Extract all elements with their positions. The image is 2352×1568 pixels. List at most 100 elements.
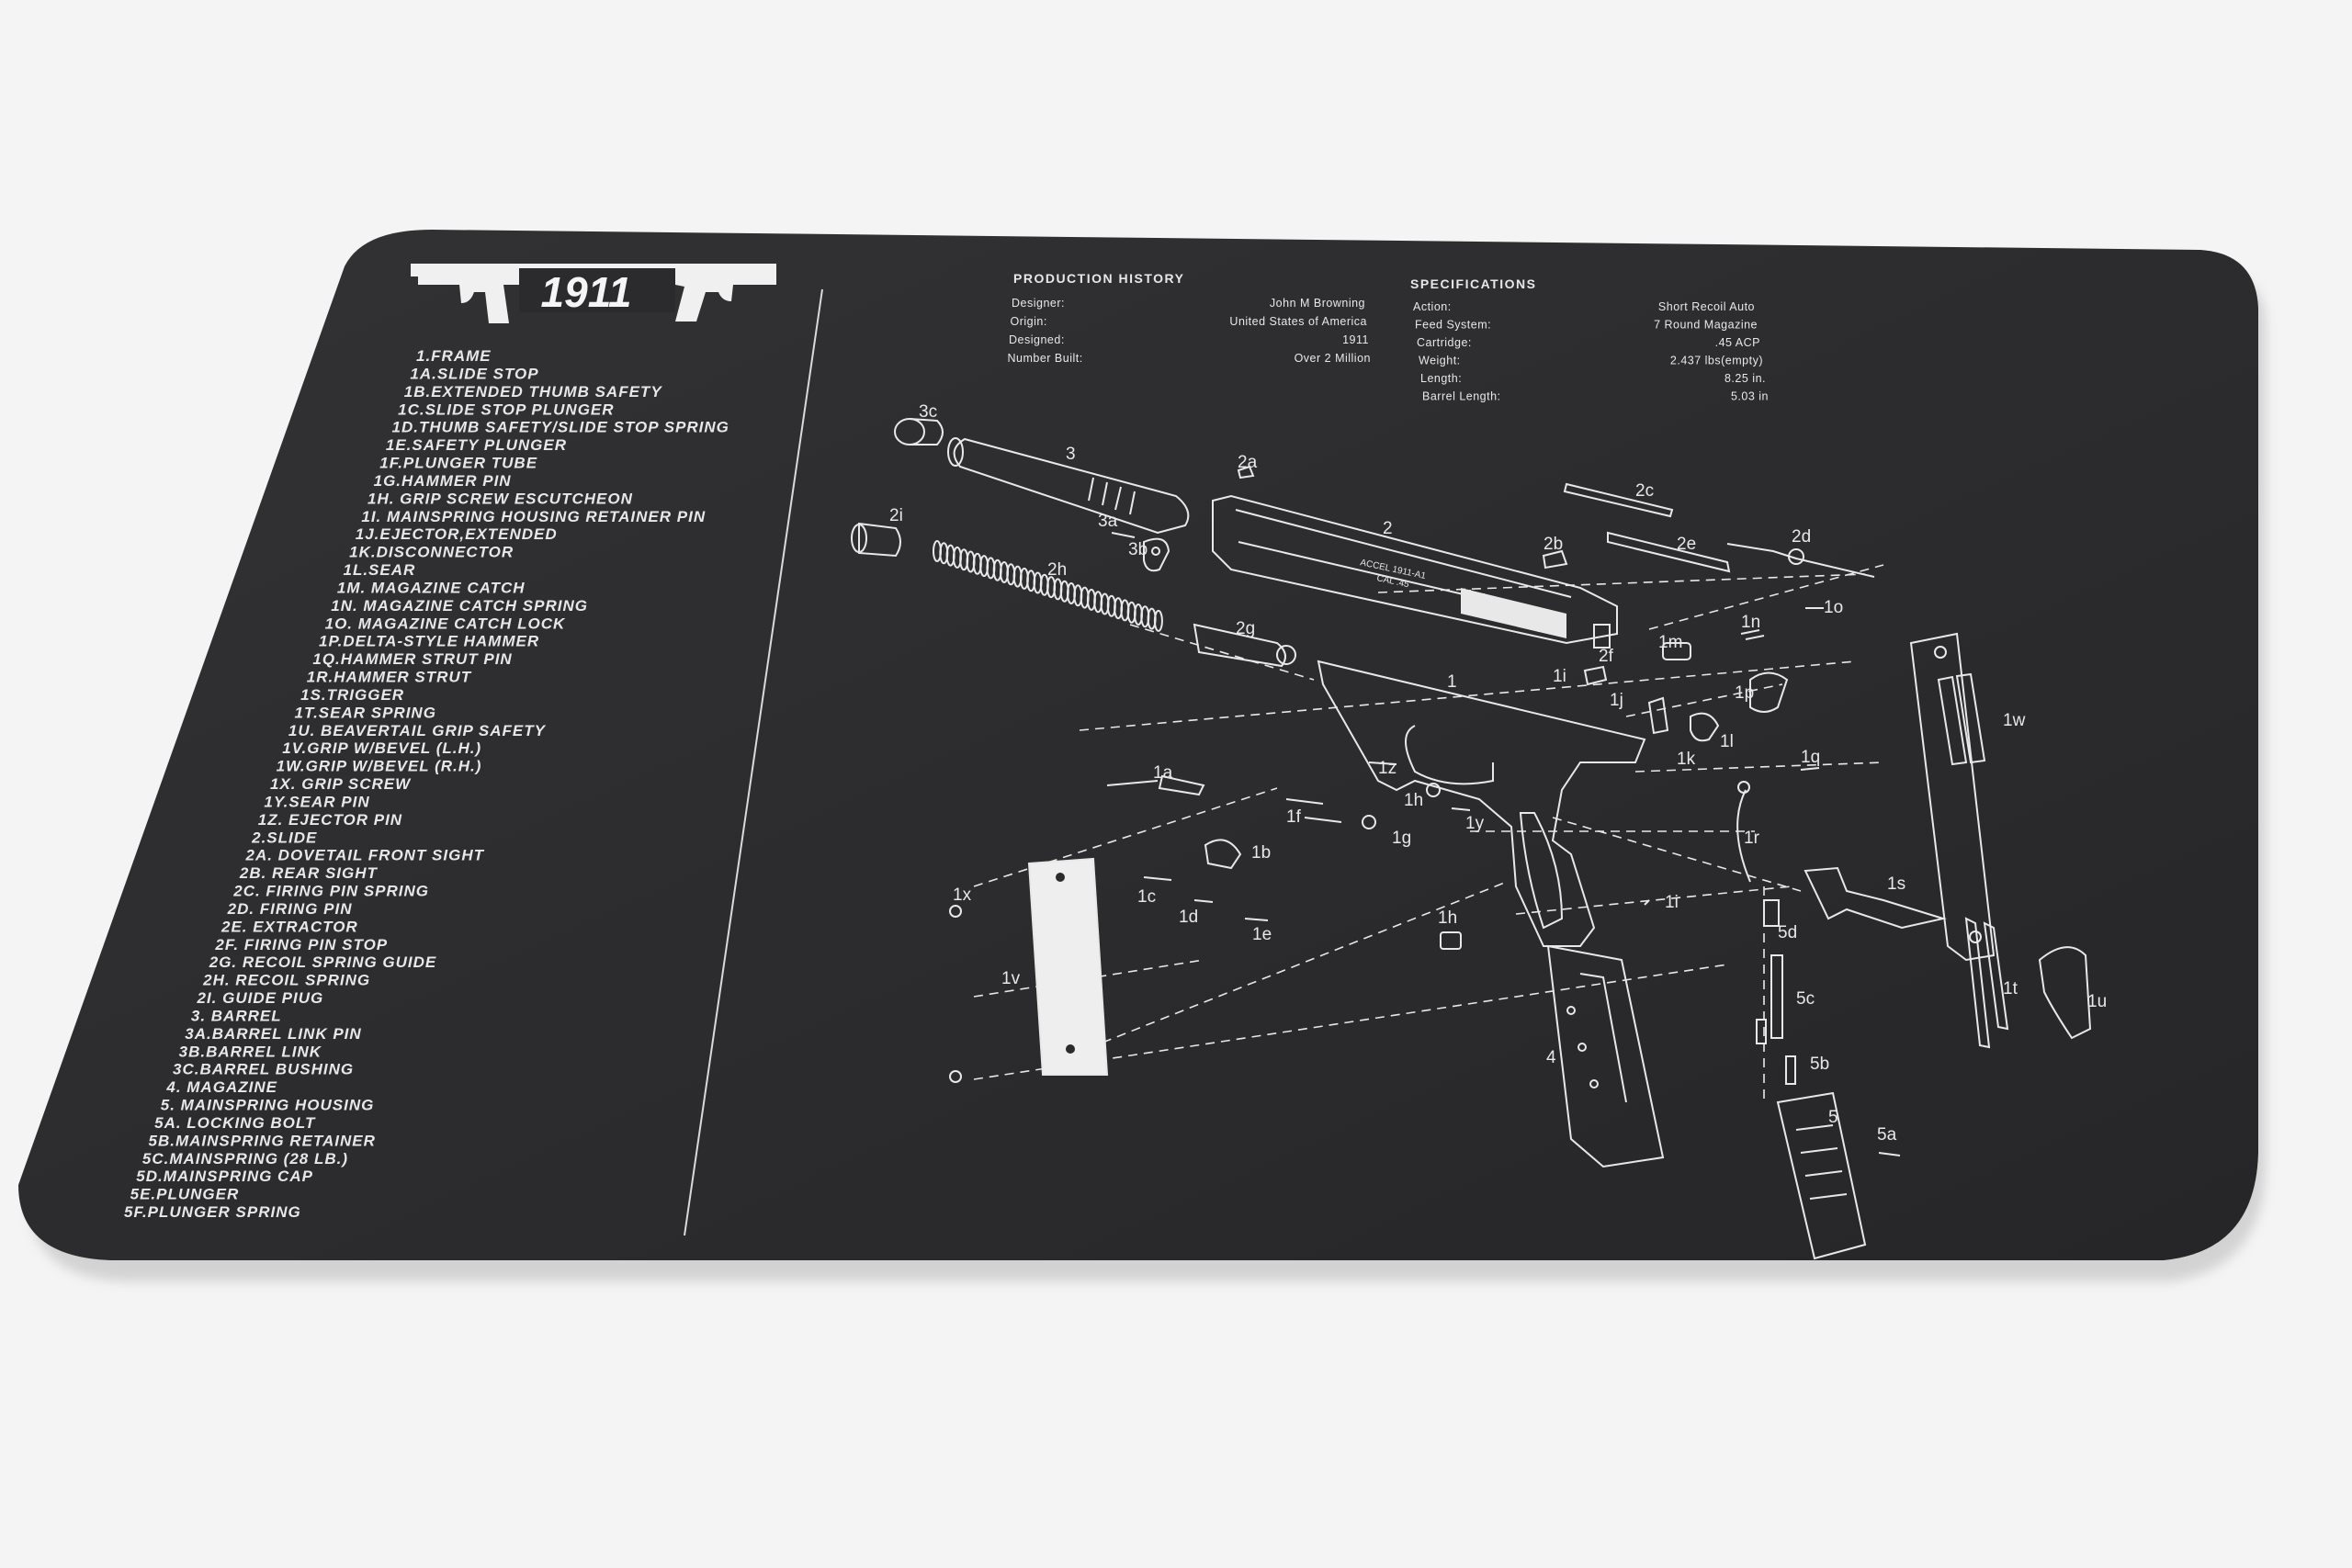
callout-label: 1a [1153, 763, 1173, 783]
part-barrel-link-pin [1111, 532, 1136, 538]
callout-label: 1l [1720, 732, 1734, 751]
parts-list-item: 5B.MAINSPRING RETAINER [149, 1132, 376, 1149]
part-spring-small [1193, 899, 1214, 903]
hammer-strut-head [1737, 781, 1750, 794]
part-grip-screw-bottom [949, 1070, 962, 1083]
production-history-label: Origin: [1011, 315, 1047, 328]
parts-list-item: 1P.DELTA-STYLE HAMMER [319, 633, 539, 650]
parts-list-item: 1I. MAINSPRING HOUSING RETAINER PIN [361, 508, 706, 525]
callout-label: 1f [1286, 807, 1302, 827]
parts-list-item: 2.SLIDE [251, 829, 317, 846]
parts-list-item: 1M. MAGAZINE CATCH [337, 579, 526, 596]
part-recoil-spring-guide [1193, 623, 1296, 668]
mat-title-banner: 1911 [411, 264, 776, 323]
part-sear-spring [1964, 917, 2009, 1049]
callout-label: 1y [1465, 814, 1485, 833]
part-hammer-strut [1736, 789, 1751, 883]
gun-mat [18, 230, 2258, 1260]
part-hammer [1749, 671, 1789, 713]
callout-label: 1t [2003, 979, 2018, 998]
pistol-silhouette-left-icon [418, 265, 519, 323]
callout-label: 2c [1635, 481, 1654, 501]
parts-list-item: 2G. RECOIL SPRING GUIDE [209, 953, 437, 971]
parts-list-item: 4. MAGAZINE [165, 1078, 277, 1096]
parts-list-item: 5D.MAINSPRING CAP [136, 1168, 313, 1185]
part-mainspring-housing [1776, 1091, 1867, 1260]
callout-label: 1p [1735, 683, 1754, 703]
callout-label: 1i [1553, 667, 1566, 686]
specifications-label: Weight: [1419, 355, 1461, 367]
specifications-label: Cartridge: [1417, 336, 1472, 349]
part-grip-screw-top [949, 905, 962, 918]
callout-label: 5 [1828, 1108, 1838, 1127]
part-firing-pin-stop [1593, 624, 1611, 649]
part-ejector [1583, 665, 1608, 686]
callout-label: 1q [1801, 748, 1820, 767]
part-firing-pin [1726, 543, 1875, 578]
parts-list-item: 1K.DISCONNECTOR [349, 544, 514, 561]
part-guide-plug [851, 522, 901, 558]
callout-label: 2b [1544, 535, 1563, 554]
parts-list-item: 2B. REAR SIGHT [239, 864, 379, 882]
callout-label: 1i [1665, 893, 1679, 912]
parts-list-item: 2C. FIRING PIN SPRING [232, 883, 429, 900]
parts-list-item: 3B.BARREL LINK [179, 1043, 322, 1060]
parts-list-item: 1B.EXTENDED THUMB SAFETY [404, 383, 663, 400]
parts-list-item: 2F. FIRING PIN STOP [214, 936, 388, 953]
production-history-value: United States of America [1229, 315, 1367, 328]
parts-list-item: 1W.GRIP W/BEVEL (R.H.) [277, 758, 482, 775]
callout-label: 2 [1383, 519, 1393, 538]
part-slide-stop [1106, 774, 1205, 796]
callout-label: 4 [1546, 1048, 1556, 1067]
part-sear-pin [1451, 807, 1471, 811]
specifications-heading: SPECIFICATIONS [1410, 276, 1536, 291]
callout-label: 2f [1599, 647, 1614, 666]
parts-list-item: 2I. GUIDE PIUG [197, 989, 324, 1007]
parts-list-item: 3. BARREL [191, 1007, 282, 1024]
callout-label: 1s [1887, 874, 1905, 894]
production-history-block: PRODUCTION HISTORY Designer:John M Brown… [1008, 271, 1371, 365]
callout-label: 1h [1438, 908, 1457, 928]
production-history-value: John M Browning [1270, 297, 1365, 310]
parts-list-item: 5C.MAINSPRING (28 LB.) [142, 1150, 348, 1168]
part-hammer-pin [1362, 815, 1376, 829]
part-recoil-spring [933, 540, 1163, 632]
parts-list-item: 1O. MAGAZINE CATCH LOCK [325, 615, 566, 632]
callout-label: 2a [1238, 453, 1258, 472]
parts-list-item: 3A.BARREL LINK PIN [185, 1025, 361, 1043]
parts-list-item: 1J.EJECTOR,EXTENDED [356, 525, 558, 543]
parts-list-item: 1E.SAFETY PLUNGER [386, 436, 567, 454]
part-barrel-bushing [894, 418, 944, 446]
parts-list-item: 2A. DOVETAIL FRONT SIGHT [245, 847, 485, 864]
callout-label: 1c [1137, 887, 1156, 907]
parts-list-item: 1D.THUMB SAFETY/SLIDE STOP SPRING [392, 419, 729, 436]
callout-label: 1 [1447, 672, 1457, 692]
production-history-label: Number Built: [1008, 352, 1083, 365]
specifications-value: Short Recoil Auto [1658, 300, 1755, 313]
specifications-block: SPECIFICATIONS Action:Short Recoil AutoF… [1410, 276, 1769, 403]
part-frame [1317, 660, 1646, 947]
part-locking-bolt [1878, 1152, 1901, 1156]
mat-title: 1911 [541, 268, 632, 316]
parts-list-item: 1S.TRIGGER [300, 686, 404, 704]
part-beavertail-grip-safety [2038, 946, 2092, 1040]
specifications-label: Barrel Length: [1422, 390, 1501, 403]
callout-label: 1e [1252, 925, 1272, 944]
part-grip-screw-escutcheon-top [1426, 783, 1441, 797]
part-magazine-catch [1662, 642, 1691, 660]
parts-list-item: 1Y.SEAR PIN [264, 793, 369, 810]
pistol-silhouette-right-icon [675, 265, 776, 321]
parts-list-item: 1X. GRIP SCREW [270, 775, 412, 793]
production-history-value: 1911 [1342, 333, 1369, 346]
callout-label: 1g [1392, 829, 1411, 848]
production-history-label: Designed: [1009, 333, 1065, 346]
part-rear-sight [1542, 549, 1568, 570]
parts-list-item: 1H. GRIP SCREW ESCUTCHEON [368, 490, 633, 507]
parts-list-item: 5. MAINSPRING HOUSING [161, 1097, 375, 1114]
part-mainspring [1770, 954, 1783, 1039]
part-sear [1690, 712, 1720, 742]
column-divider [684, 288, 823, 1236]
parts-list-item: 1F.PLUNGER TUBE [379, 455, 537, 472]
part-front-sight [1237, 465, 1255, 479]
